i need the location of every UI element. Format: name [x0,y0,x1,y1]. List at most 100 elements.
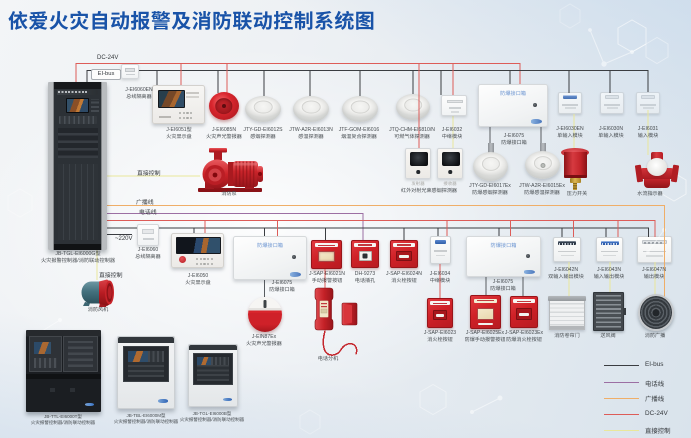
label-pump-name: 消防泵 [221,191,237,197]
device-rolling-shutter-door [548,296,586,330]
device-fire-pump [198,148,263,192]
label-jack9273-model: DH-9273 [354,271,376,277]
label-mod6030en-model: J-EI6030EN [556,126,584,132]
device-ex-interface-box-a: 防爆接口箱 [478,84,548,127]
device-air-supply-valve [593,292,626,331]
label-fan-name: 消防风机 [87,307,109,313]
label-ex_smoke-model: JTY-GD-EI6017Ex [469,183,511,189]
label-speaker: 消防广播 [645,333,665,340]
label-pressure-name: 压力开关 [566,191,588,197]
device-combo-detector-6016 [342,96,378,122]
label-hyd6024-model: J-SAP-EI6024N [386,271,422,277]
label-ctrl_t-model: JB-TTL-EI6000T型 [44,414,82,419]
device-input-module-6031 [636,92,660,114]
label-cabinet-name: 火灾报警控制器/消防联动控制器 [40,258,116,264]
ex-box-c-face-text: 防爆接口箱 [490,243,517,249]
label-ctrl_m-model: JB-TBL-EI6000M型 [126,413,166,418]
device-bus-isolator-mid [137,224,159,246]
label-infrared-rx-text: 接收器 [443,181,457,186]
label-ctrl_m-name: 火灾报警控制器/消防联动控制器 [113,419,179,425]
device-pressure-switch [561,148,589,190]
label-gas6810-model: JTQ-CHM-EI6810/N [389,127,435,133]
label-box6075a-name: 防爆接口箱 [501,140,527,147]
label-sounder6085-model: J-EI6085N [211,127,237,133]
device-input-module-6030n [600,92,624,114]
label-box6075c-model: J-EI6075 [492,279,514,285]
device-gas-detector-6810 [396,94,430,120]
label-ex_heat-name: 防爆感温探测器 [524,190,560,197]
label-infrared-name: 红外对射光束感烟探测器 [400,188,458,194]
label-heat6013-name: 感温探测器 [298,134,324,141]
device-ex-interface-box-c: 防爆接口箱 [466,236,541,277]
label-ctrl_b-name: 火灾报警控制器/消防联动控制器 [179,417,245,423]
device-fire-fan [81,279,114,307]
label-smoke6012-model: JTY-GD-EI6012S [243,127,283,133]
label-infrared: 红外对射光束感烟探测器 [401,188,457,195]
device-cabinet-jb-tgl-ei6000g [48,82,107,250]
label-box6075c-name: 防爆接口箱 [490,286,516,293]
ex-box-b-logo [289,272,301,277]
label-smoke6012-name: 感烟探测器 [250,134,276,141]
label-mod6042-model: J-EI6042N [553,267,579,273]
label-panel6051: J-EI6051型火灾显示盘 [166,127,191,141]
label-pressure: 压力开关 [567,191,587,198]
device-fire-display-6050 [171,233,224,268]
device-input-module-6030en [558,92,582,114]
label-mod6047-name: 输出模块 [643,274,665,281]
label-gas6810-name: 可燃气体探测器 [394,134,430,141]
ex-box-c-knob [525,254,530,259]
label-panel6051-name: 火灾显示盘 [166,134,192,141]
device-ex-hydrant-button-6023ex [510,296,538,328]
label-sounder6085-name: 火灾声光警报器 [206,134,242,141]
label-direct-control-pump: 直接控制 [137,170,161,177]
device-relay-module-6034 [430,236,451,264]
label-ctrl_b: JB-TGL-EI6000B型火灾报警控制器/消防联动控制器 [180,411,244,424]
label-ctrl_t-name: 火灾报警控制器/消防联动控制器 [30,420,96,426]
ex-box-b-knob [291,255,296,260]
label-relay6034-name: 中继模块 [429,278,451,285]
label-hyd6023-name: 消火栓按钮 [427,337,453,344]
device-ex-manual-call-point-6025ex [470,295,501,329]
label-dc24v-bus: DC-24V [97,55,119,61]
device-sounder-6085 [209,92,239,120]
device-io-module-6043n [596,237,623,262]
label-ei-bus: EI-bus [91,69,121,80]
label-phone-line: 电话线 [139,209,157,216]
label-phone_ext-name: 电话分机 [317,356,339,362]
device-infrared-beam-transmitter [405,148,431,179]
cabinet-screen [66,98,89,113]
ex-box-a-knob [533,103,538,108]
label-mod6047-model: J-EI6047N [641,267,667,273]
label-waterflow-name: 水流指示器 [637,191,663,197]
label-sounder_ex-model: J-EIN87Ex [251,334,277,340]
device-io-module-6042n [553,237,581,262]
label-ctrl_t: JB-TTL-EI6000T型火灾报警控制器/消防联动控制器 [31,414,95,427]
ex-box-b-face-text: 防爆接口箱 [257,243,283,249]
label-mod6031-model: J-EI6031 [637,126,659,132]
label-mod6043-model: J-EI6043N [596,267,622,273]
label-phone_ext: 电话分机 [318,356,338,363]
label-mcp6025ex-model: J-SAP-EI6025Ex [465,330,505,336]
device-fire-display-6051 [152,85,205,124]
label-220v: ~220V [115,235,133,242]
ex-box-a-face-text: 防爆接口箱 [500,91,526,97]
label-mod6031-name: 输入模块 [637,133,659,140]
device-hydrant-button-6024n [390,240,418,268]
